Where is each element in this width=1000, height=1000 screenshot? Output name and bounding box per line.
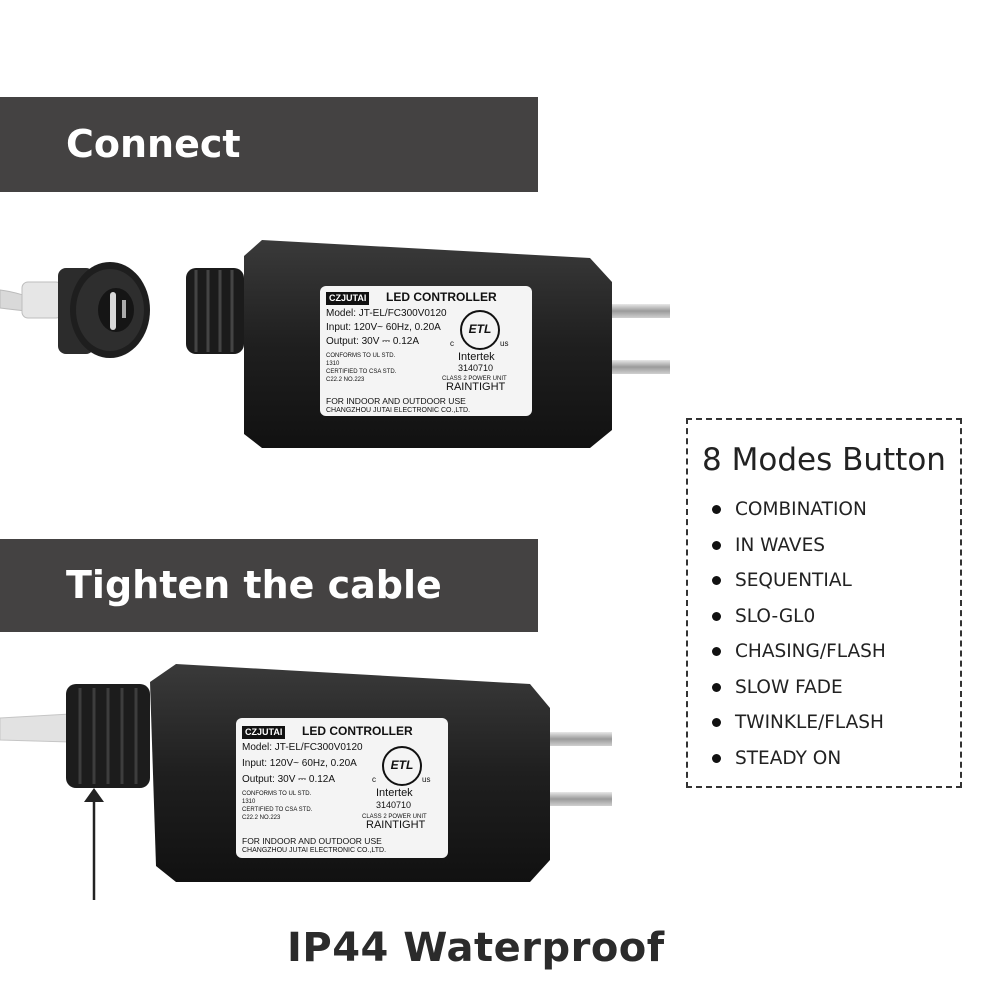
prong-top — [550, 732, 612, 746]
mode-label: SLO-GL0 — [735, 605, 816, 627]
pointer-arrow — [84, 788, 104, 900]
mode-item: STEADY ON — [712, 741, 886, 777]
label-output: Output: 30V ⎓ 0.12A — [242, 774, 336, 785]
threaded-connector — [186, 268, 244, 354]
label-model: Model: JT-EL/FC300V0120 — [326, 308, 447, 319]
mode-item: IN WAVES — [712, 528, 886, 564]
label-class2: CLASS 2 POWER UNIT — [442, 376, 507, 382]
etl-mark: ETL — [382, 746, 422, 786]
wire-sleeve — [21, 281, 63, 319]
bullet-icon — [712, 647, 721, 657]
bullet-icon — [712, 611, 721, 621]
mode-label: STEADY ON — [735, 747, 842, 769]
mode-label: TWINKLE/FLASH — [735, 712, 884, 734]
label-heading: LED CONTROLLER — [302, 724, 413, 738]
label-number: 3140710 — [458, 363, 494, 373]
etl-mark: ETL — [460, 310, 500, 350]
label-class2: CLASS 2 POWER UNIT — [362, 814, 427, 820]
connector-cap — [58, 262, 150, 358]
mode-item: SLO-GL0 — [712, 599, 886, 635]
prong-top — [612, 304, 670, 318]
label-model: Model: JT-EL/FC300V0120 — [242, 742, 363, 753]
mode-label: IN WAVES — [735, 534, 826, 556]
mode-item: COMBINATION — [712, 492, 886, 528]
etl-us: us — [500, 339, 509, 348]
label-raintight: RAINTIGHT — [366, 819, 426, 831]
wire — [0, 713, 71, 743]
connect-banner: Connect — [0, 97, 538, 192]
bullet-icon — [712, 540, 721, 550]
controller-label-bottom: CZJUTAI LED CONTROLLER Model: JT-EL/FC30… — [236, 718, 448, 858]
label-raintight: RAINTIGHT — [446, 381, 506, 393]
brand-badge: CZJUTAI — [242, 726, 286, 739]
label-heading: LED CONTROLLER — [386, 290, 497, 304]
mode-label: CHASING/FLASH — [735, 641, 886, 663]
brand-badge: CZJUTAI — [326, 292, 370, 305]
modes-box: 8 Modes Button COMBINATION IN WAVES SEQUEN… — [686, 418, 962, 788]
label-indoor: FOR INDOOR AND OUTDOOR USE — [326, 396, 466, 406]
mode-item: SLOW FADE — [712, 670, 886, 706]
etl-c: c — [450, 339, 454, 348]
label-intertek: Intertek — [376, 787, 413, 799]
bullet-icon — [712, 682, 721, 692]
bullet-icon — [712, 576, 721, 586]
bullet-icon — [712, 753, 721, 763]
mode-item: CHASING/FLASH — [712, 634, 886, 670]
label-number: 3140710 — [376, 800, 412, 810]
controller-label-top: CZJUTAI LED CONTROLLER Model: JT-EL/FC30… — [320, 286, 532, 416]
tightened-cap — [66, 684, 150, 788]
waterproof-label: IP44 Waterproof — [287, 925, 665, 971]
prong-bottom — [550, 792, 612, 806]
label-output: Output: 30V ⎓ 0.12A — [326, 336, 420, 347]
label-input: Input: 120V~ 60Hz, 0.20A — [242, 758, 357, 769]
tighten-title: Tighten the cable — [66, 562, 442, 607]
mode-item: SEQUENTIAL — [712, 563, 886, 599]
etl-us: us — [422, 775, 431, 784]
mode-item: TWINKLE/FLASH — [712, 705, 886, 741]
mode-label: SLOW FADE — [735, 676, 843, 698]
prong-bottom — [612, 360, 670, 374]
label-indoor: FOR INDOOR AND OUTDOOR USE — [242, 836, 382, 846]
modes-title: 8 Modes Button — [702, 442, 946, 478]
label-maker: CHANGZHOU JUTAI ELECTRONIC CO.,LTD. — [326, 407, 471, 414]
label-maker: CHANGZHOU JUTAI ELECTRONIC CO.,LTD. — [242, 847, 387, 854]
label-intertek: Intertek — [458, 351, 495, 363]
etl-c: c — [372, 775, 376, 784]
bullet-icon — [712, 718, 721, 728]
tighten-banner: Tighten the cable — [0, 539, 538, 632]
mode-label: SEQUENTIAL — [735, 570, 852, 592]
mode-label: COMBINATION — [735, 499, 867, 521]
connect-title: Connect — [66, 121, 241, 166]
bullet-icon — [712, 505, 721, 515]
label-input: Input: 120V~ 60Hz, 0.20A — [326, 322, 441, 333]
